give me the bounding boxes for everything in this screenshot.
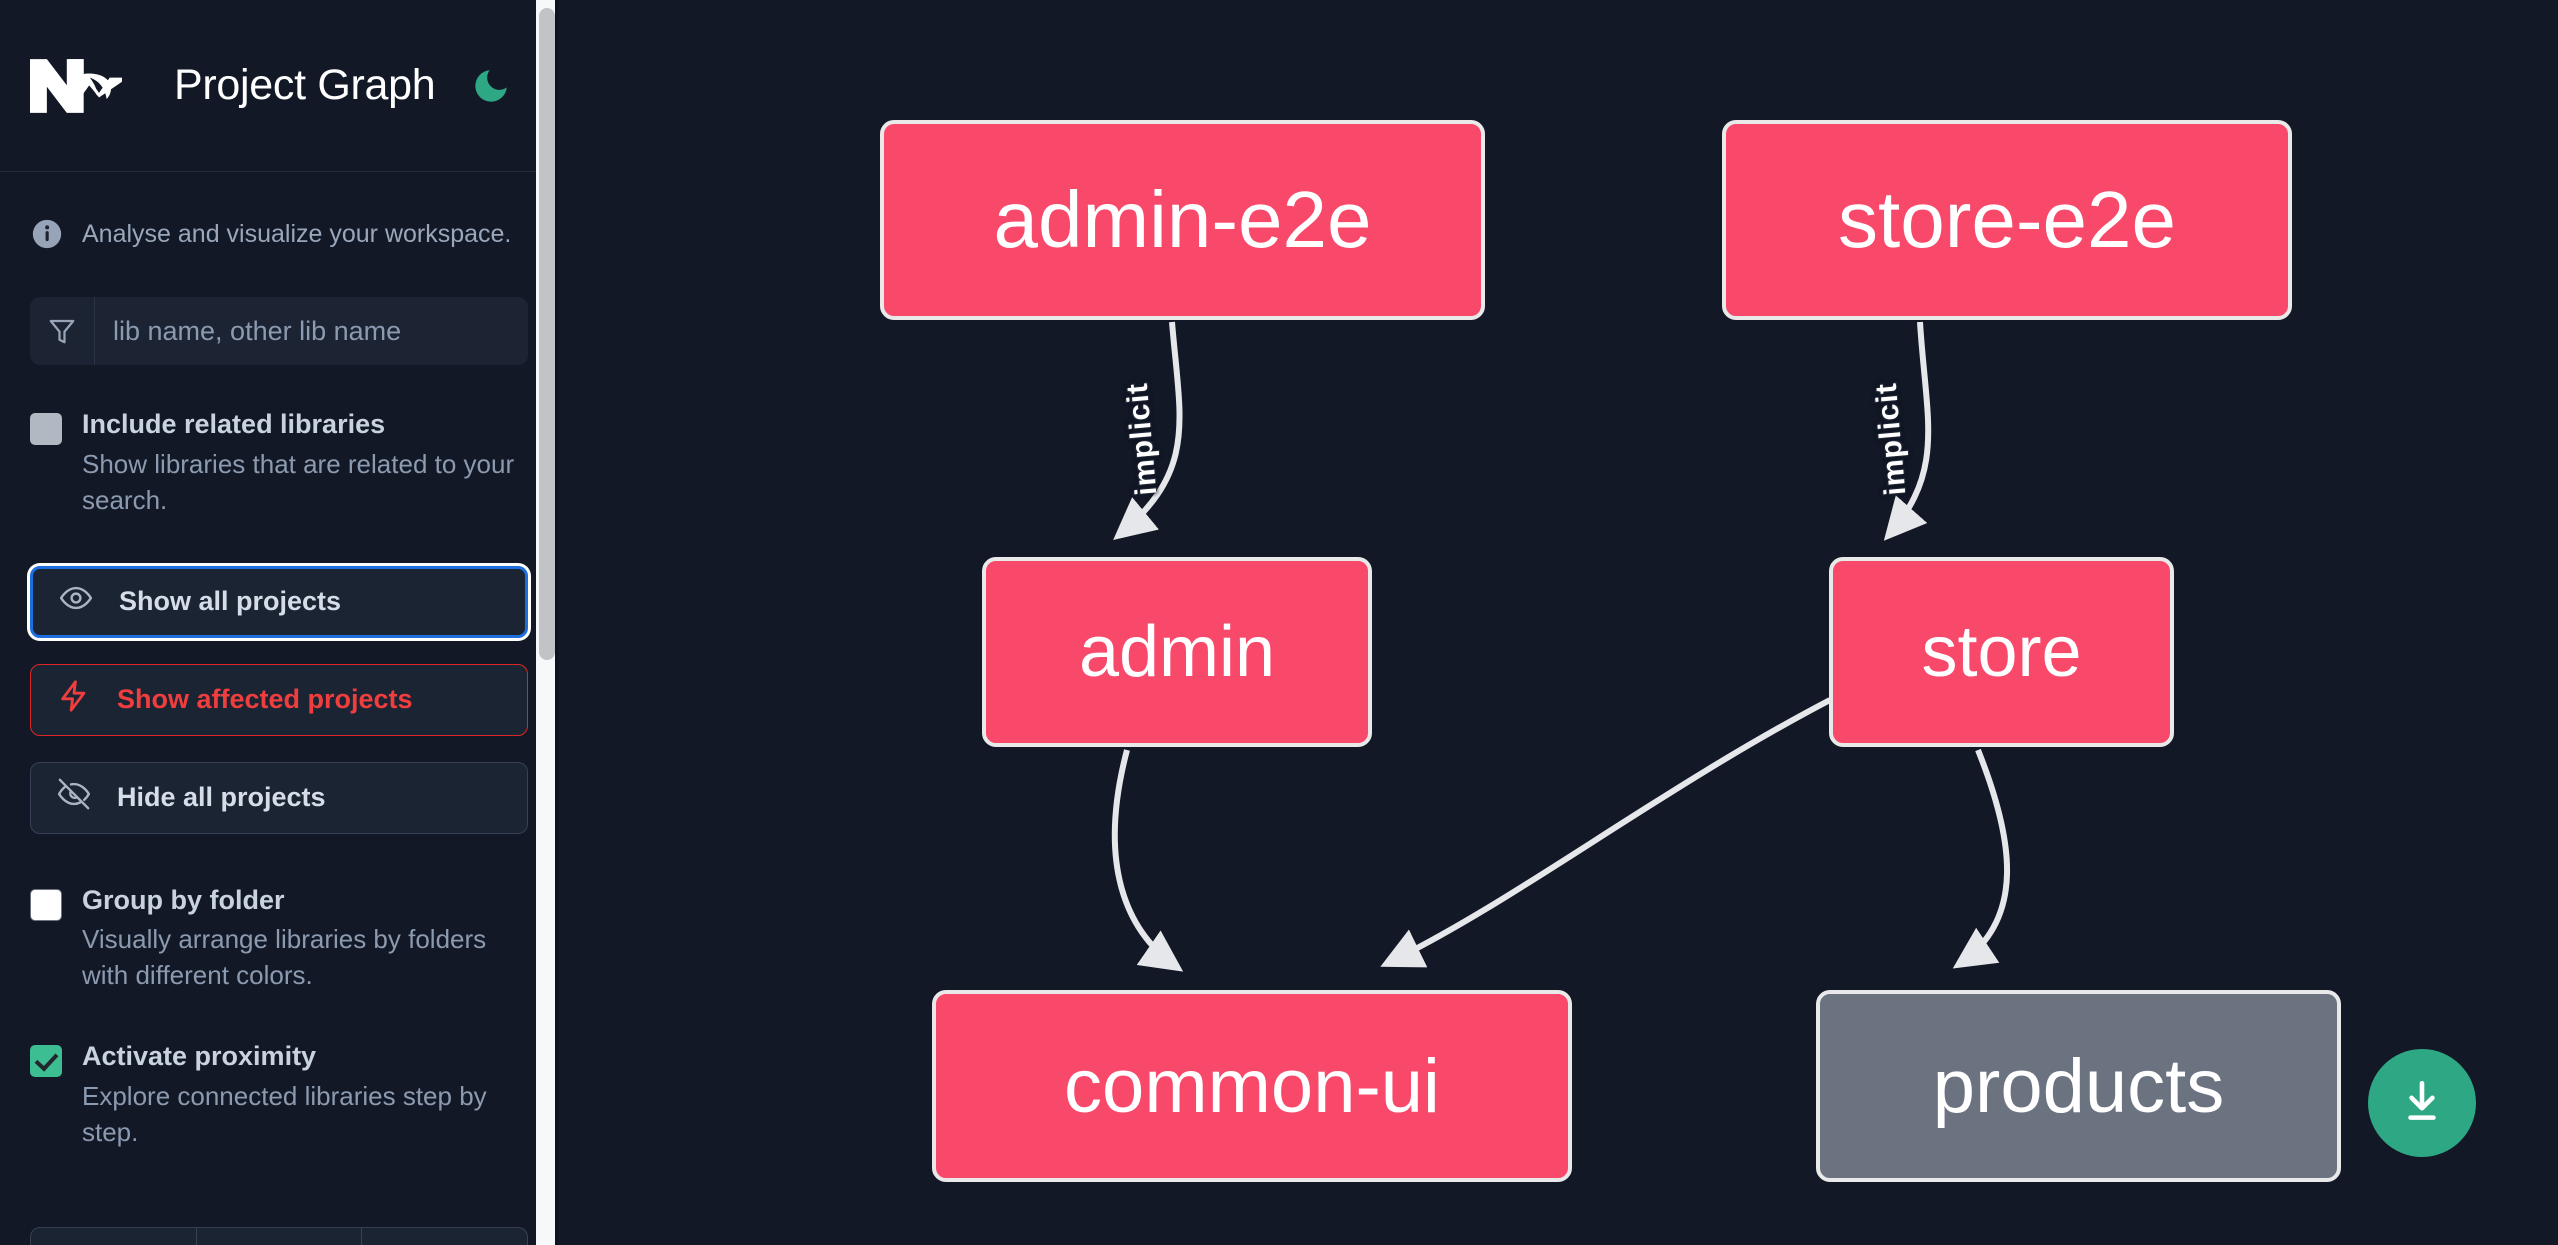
checkbox-activate-proximity-box[interactable] bbox=[30, 1045, 62, 1077]
graph-node-store-e2e-label: store-e2e bbox=[1838, 175, 2176, 264]
graph-node-store-e2e[interactable]: store-e2e bbox=[1722, 120, 2292, 320]
graph-canvas[interactable]: admin-e2e store-e2e admin store common-u… bbox=[558, 0, 2558, 1245]
edge-store-e2e-store bbox=[1883, 321, 1932, 541]
edge-admin-e2e-admin bbox=[1113, 321, 1183, 541]
checkbox-include-related-libraries-box[interactable] bbox=[30, 413, 62, 445]
proximity-stepper-control[interactable] bbox=[30, 1227, 528, 1245]
workspace-info: Analyse and visualize your workspace. bbox=[0, 172, 558, 251]
proximity-increase-button[interactable] bbox=[362, 1228, 527, 1245]
show-affected-projects-button[interactable]: Show affected projects bbox=[30, 663, 528, 736]
hide-all-projects-button[interactable]: Hide all projects bbox=[30, 761, 528, 834]
funnel-icon bbox=[30, 297, 95, 365]
graph-node-products-label: products bbox=[1932, 1043, 2225, 1129]
proximity-value bbox=[197, 1228, 363, 1245]
graph-node-admin-label: admin bbox=[1078, 612, 1276, 692]
checkbox-group-by-folder[interactable]: Group by folder Visually arrange librari… bbox=[30, 884, 528, 995]
lightning-bolt-icon bbox=[57, 679, 91, 720]
graph-node-store-label: store bbox=[1921, 612, 2082, 692]
graph-edges bbox=[1111, 321, 2011, 972]
checkbox-activate-proximity-description: Explore connected libraries step by step… bbox=[82, 1080, 487, 1147]
edge-store-common-ui bbox=[1380, 697, 1832, 968]
show-all-projects-button[interactable]: Show all projects bbox=[30, 565, 528, 638]
show-affected-projects-label: Show affected projects bbox=[117, 684, 413, 714]
checkbox-include-related-libraries[interactable]: Include related libraries Show libraries… bbox=[30, 408, 528, 519]
eye-off-icon bbox=[57, 777, 91, 818]
sidebar-scrollbar[interactable] bbox=[536, 0, 558, 1245]
proximity-decrease-button[interactable] bbox=[31, 1228, 197, 1245]
checkbox-group-by-folder-description: Visually arrange libraries by folders wi… bbox=[82, 924, 487, 991]
checkbox-group-by-folder-label: Group by folder bbox=[82, 884, 285, 915]
graph-node-admin-e2e[interactable]: admin-e2e bbox=[880, 120, 1485, 320]
graph-node-admin-e2e-label: admin-e2e bbox=[993, 175, 1372, 264]
show-all-projects-label: Show all projects bbox=[119, 586, 342, 616]
sidebar-body: Include related libraries Show libraries… bbox=[0, 297, 558, 1245]
eye-icon bbox=[59, 581, 93, 622]
workspace-info-text: Analyse and visualize your workspace. bbox=[82, 219, 512, 248]
graph-node-common-ui[interactable]: common-ui bbox=[932, 990, 1572, 1182]
graph-node-common-ui-label: common-ui bbox=[1064, 1043, 1440, 1129]
info-icon bbox=[30, 217, 64, 251]
download-icon bbox=[2397, 1077, 2447, 1130]
hide-all-projects-label: Hide all projects bbox=[117, 782, 326, 812]
search-input[interactable] bbox=[95, 297, 528, 365]
checkbox-group-by-folder-box[interactable] bbox=[30, 888, 62, 921]
nx-logo-icon bbox=[30, 53, 129, 119]
graph-node-products[interactable]: products bbox=[1816, 990, 2341, 1182]
sidebar-header: Project Graph bbox=[0, 0, 558, 172]
checkbox-include-related-libraries-label: Include related libraries bbox=[82, 409, 386, 439]
graph-node-store[interactable]: store bbox=[1829, 557, 2174, 747]
sidebar-scrollbar-thumb[interactable] bbox=[539, 8, 555, 660]
edge-store-products bbox=[1952, 748, 2011, 969]
checkbox-activate-proximity[interactable]: Activate proximity Explore connected lib… bbox=[30, 1040, 528, 1151]
filter-field bbox=[30, 297, 528, 365]
download-graph-button[interactable] bbox=[2368, 1049, 2476, 1157]
checkbox-activate-proximity-label: Activate proximity bbox=[82, 1041, 317, 1071]
checkbox-include-related-libraries-description: Show libraries that are related to your … bbox=[82, 448, 515, 515]
page-title: Project Graph bbox=[174, 61, 436, 109]
graph-node-admin[interactable]: admin bbox=[982, 557, 1372, 747]
edge-admin-common-ui bbox=[1111, 749, 1184, 972]
moon-icon[interactable] bbox=[468, 63, 514, 109]
sidebar: Project Graph Analyse and visualize your… bbox=[0, 0, 558, 1245]
sidebar-divider bbox=[555, 0, 558, 1245]
